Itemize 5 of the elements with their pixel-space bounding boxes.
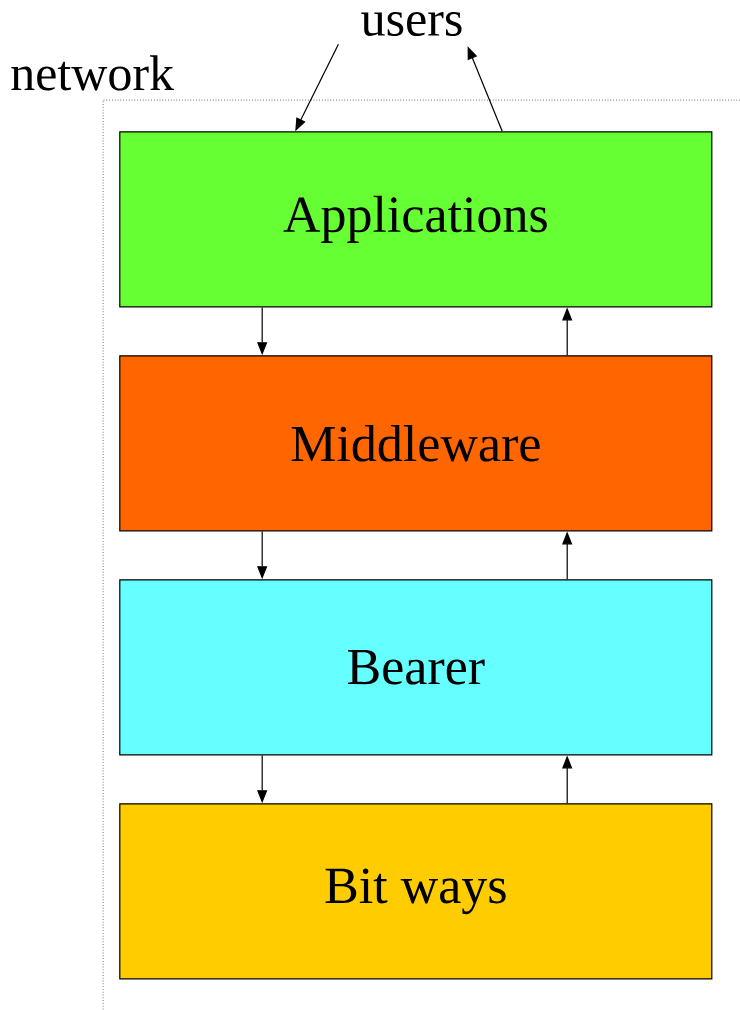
layer-box: Bearer xyxy=(119,579,713,756)
layer-box: Bit ways xyxy=(119,803,713,980)
layer-box: Applications xyxy=(119,131,713,308)
label-text: users xyxy=(361,12,462,37)
layer-box: Middleware xyxy=(119,355,713,532)
